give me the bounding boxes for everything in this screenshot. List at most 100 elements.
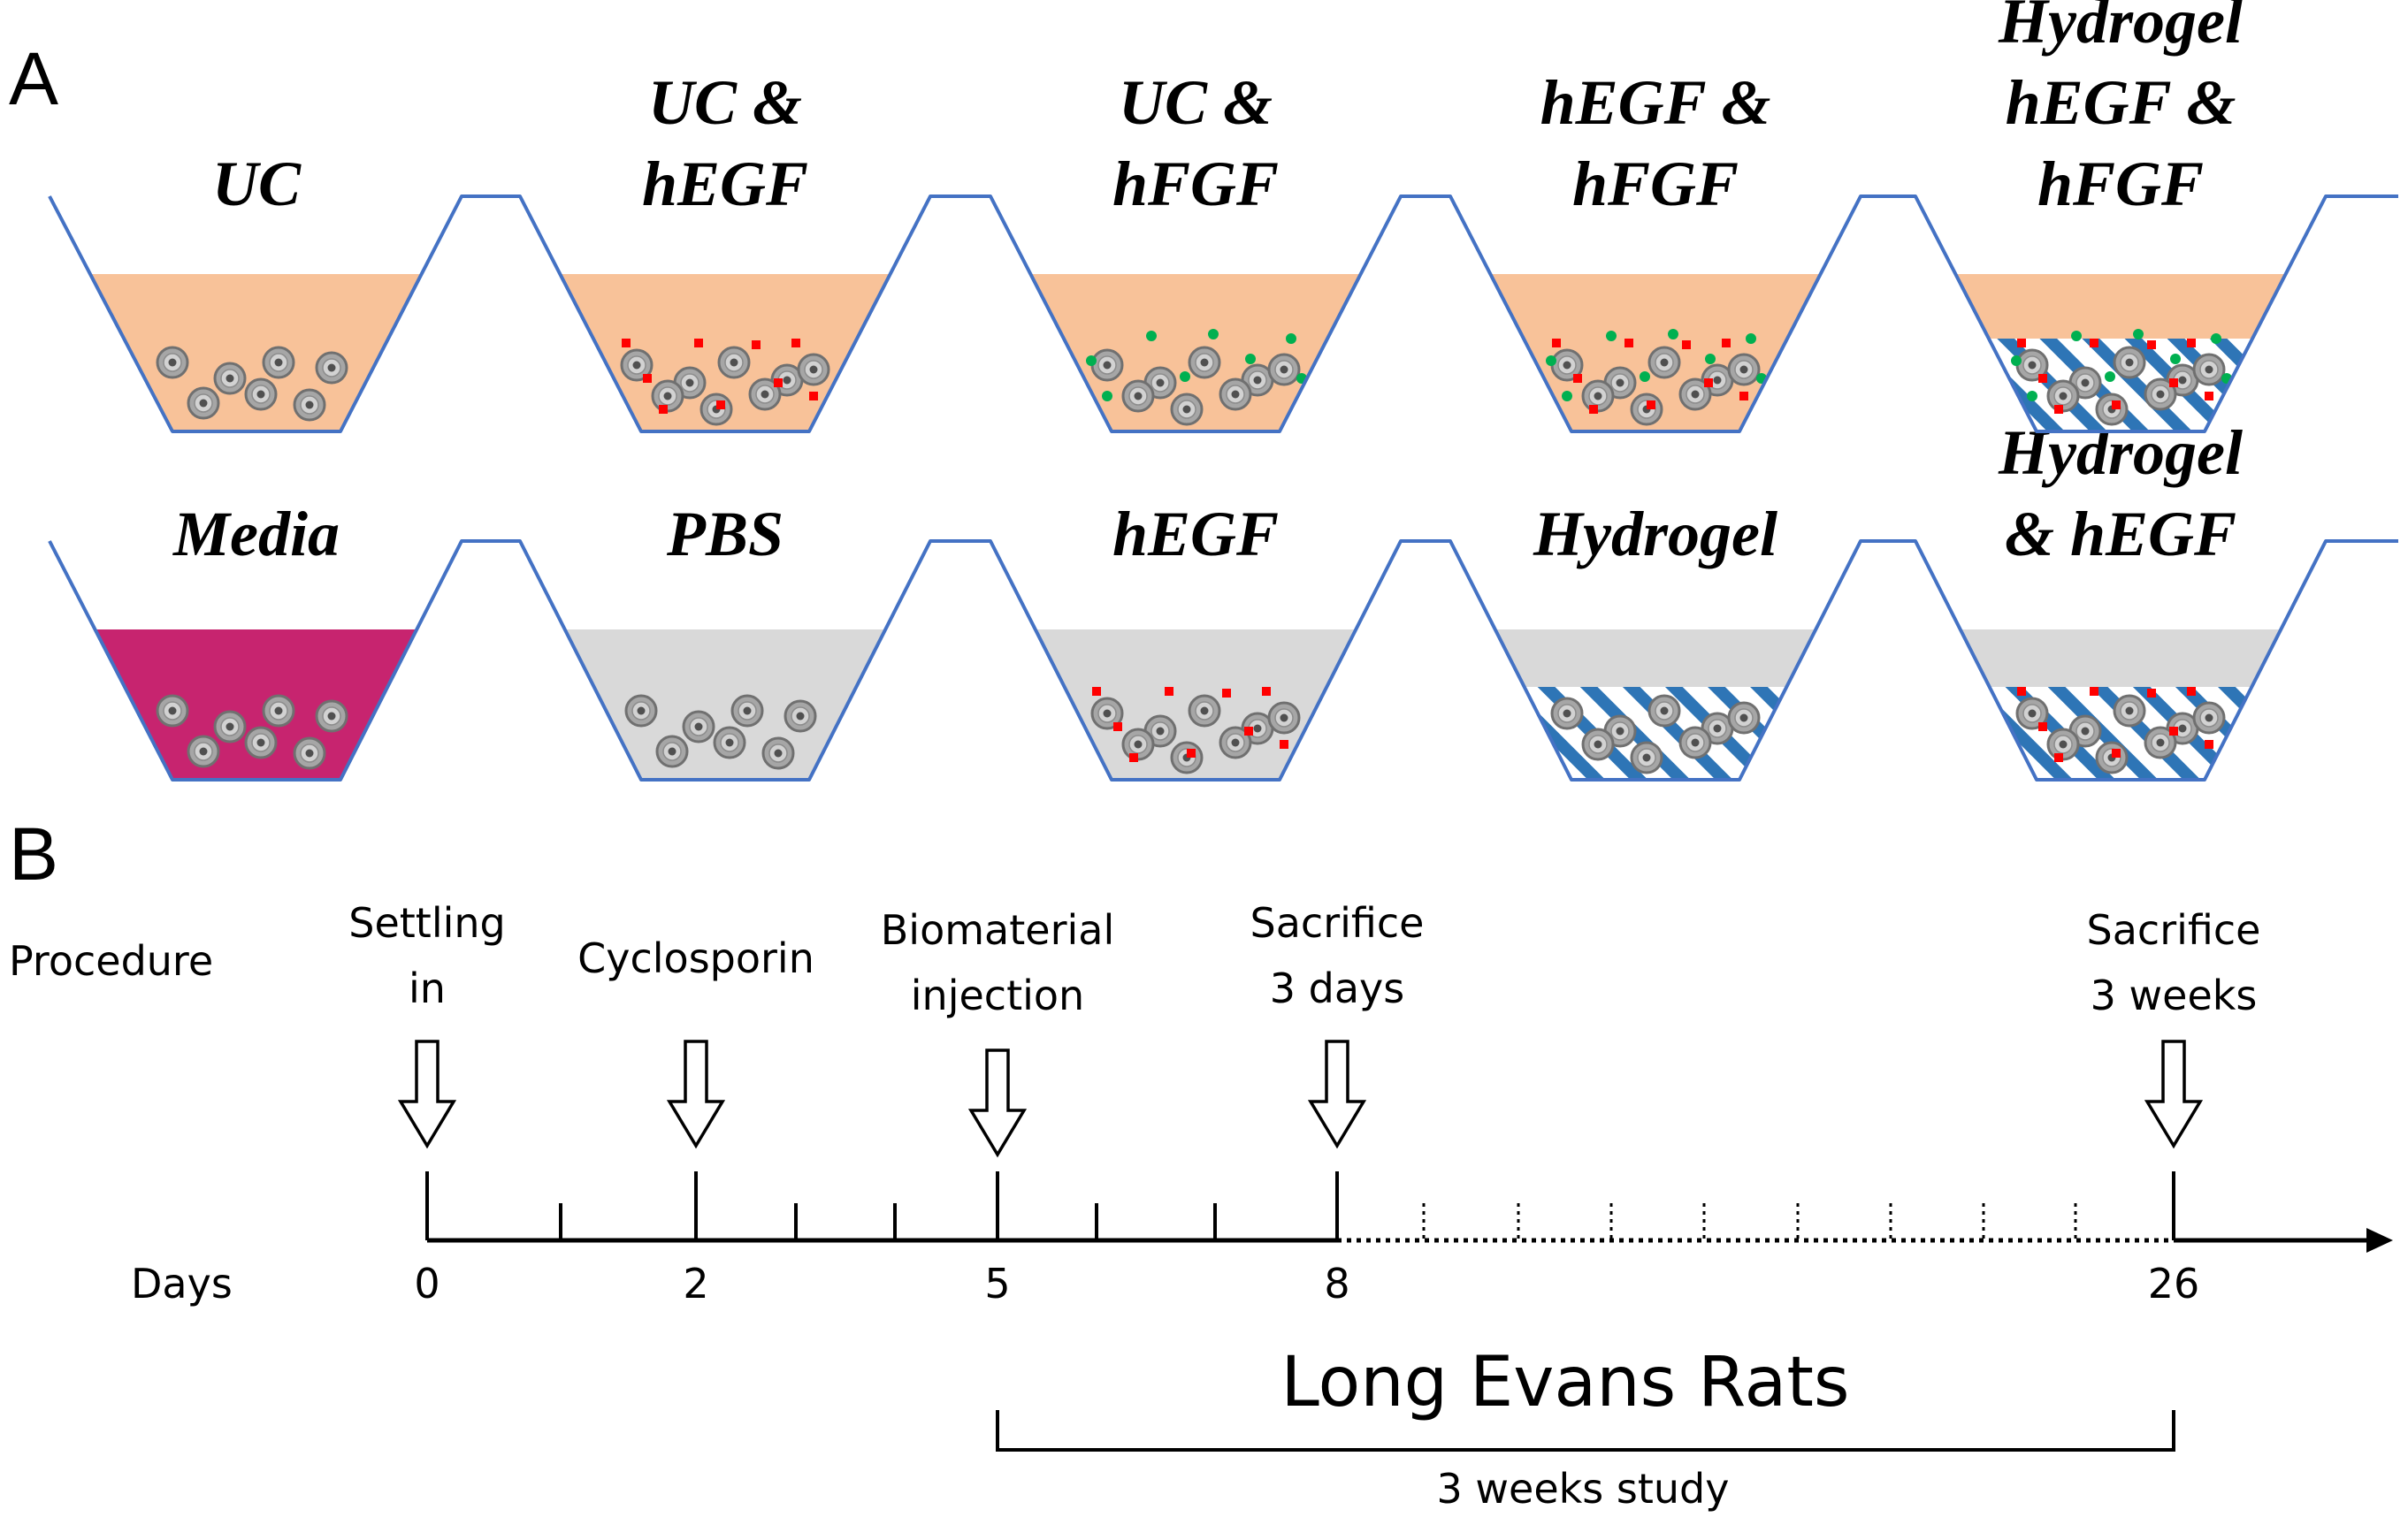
hegf-dot xyxy=(1704,378,1713,387)
hegf-dot xyxy=(2205,392,2213,400)
well-label-line: hFGF xyxy=(1112,149,1279,219)
hegf-dot xyxy=(716,400,725,409)
cell xyxy=(1121,728,1155,761)
hfgf-dot xyxy=(1180,371,1190,382)
hfgf-dot xyxy=(1086,355,1097,366)
study-period-bracket xyxy=(996,1410,2175,1452)
hfgf-dot xyxy=(1640,371,1650,382)
cell xyxy=(1678,377,1712,411)
event-day-2: Cyclosporin xyxy=(577,934,814,1240)
hfgf-dot xyxy=(2011,355,2022,366)
event-label-line: 3 days xyxy=(1270,965,1404,1012)
well-label-line: Hydrogel xyxy=(1998,417,2243,488)
hfgf-dot xyxy=(1245,354,1256,364)
cell xyxy=(1188,694,1221,728)
hegf-dot xyxy=(2038,722,2047,731)
cell xyxy=(1647,346,1681,379)
hegf-dot xyxy=(809,392,818,400)
hfgf-dot xyxy=(1146,331,1157,341)
well-4: hEGF & hFGF xyxy=(1490,67,1821,431)
day-labels: 0 2 5 8 26 xyxy=(414,1260,2199,1308)
cell xyxy=(187,386,220,420)
timeline-arrowhead xyxy=(2366,1228,2393,1253)
hegf-dot xyxy=(2112,749,2121,758)
hegf-dot xyxy=(791,339,800,347)
hfgf-dot xyxy=(2211,333,2221,344)
hfgf-dot xyxy=(1208,329,1219,339)
cell xyxy=(620,348,654,382)
cell xyxy=(1267,701,1301,735)
cell xyxy=(1630,741,1663,774)
hegf-dot xyxy=(659,405,668,414)
procedure-row-label: Procedure xyxy=(9,937,213,985)
event-label-line: Biomaterial xyxy=(881,906,1114,954)
down-arrow xyxy=(967,1048,1028,1158)
well-label-line: Hydrogel xyxy=(1998,0,2243,57)
cell xyxy=(748,377,782,411)
cell xyxy=(1219,726,1252,759)
hegf-dot xyxy=(2169,727,2178,736)
hegf-dot xyxy=(1187,749,1196,758)
cell xyxy=(784,699,817,733)
well-label-line: & hEGF xyxy=(2005,499,2236,569)
cell xyxy=(156,346,189,379)
event-label-line: Sacrifice xyxy=(1250,899,1425,947)
hegf-dot xyxy=(1647,400,1655,409)
hegf-dot xyxy=(1262,687,1271,696)
cell xyxy=(213,710,247,743)
cell xyxy=(1241,712,1274,745)
cell xyxy=(1581,379,1615,413)
panel-b-timeline: Procedure Days SettlinginCyclosporinBiom… xyxy=(9,899,2393,1513)
study-period-label: 3 weeks study xyxy=(1437,1465,1730,1513)
hegf-dot xyxy=(1092,687,1101,696)
well-8: hEGF xyxy=(1035,499,1357,780)
well-label-line: hEGF & xyxy=(2006,67,2236,138)
cell xyxy=(1727,701,1761,735)
panel-a-letter: A xyxy=(9,37,58,120)
down-arrow xyxy=(397,1040,457,1149)
cell xyxy=(624,694,658,728)
hegf-dot xyxy=(1129,753,1138,762)
hegf-dot xyxy=(2169,378,2178,387)
cell xyxy=(1727,353,1761,386)
well-2: UC &hEGF xyxy=(560,67,891,431)
hegf-dot xyxy=(1573,374,1582,383)
cell xyxy=(1581,728,1615,761)
well-label-line: Hydrogel xyxy=(1533,499,1777,569)
well-label-line: hEGF xyxy=(1112,499,1279,569)
well-label-line: hEGF & xyxy=(1540,67,1771,138)
cell xyxy=(315,351,348,385)
hfgf-dot xyxy=(1746,333,1756,344)
hegf-dot xyxy=(1624,339,1633,347)
cell xyxy=(655,735,689,768)
cell xyxy=(682,710,715,743)
cell xyxy=(1121,379,1155,413)
well-label-line: hFGF xyxy=(1572,149,1739,219)
cell xyxy=(244,377,278,411)
well-medium xyxy=(564,629,886,780)
plate-outline-bottom-row xyxy=(48,539,2398,782)
well-6: Media xyxy=(96,499,417,780)
cell xyxy=(262,346,295,379)
event-label-line: Settling xyxy=(348,899,506,947)
plate-outline-top-row xyxy=(48,194,2398,433)
hegf-dot xyxy=(2187,687,2196,696)
day-label-5: 5 xyxy=(984,1260,1010,1308)
hegf-dot xyxy=(2017,339,2026,347)
event-label-line: Cyclosporin xyxy=(577,934,814,982)
cell xyxy=(1219,377,1252,411)
hegf-dot xyxy=(1682,340,1691,349)
cell xyxy=(293,388,326,422)
cell xyxy=(2015,697,2049,730)
event-day-8: Sacrifice 3 days xyxy=(1250,899,1425,1240)
hegf-dot xyxy=(1552,339,1561,347)
well-1: UC xyxy=(91,149,422,431)
cell xyxy=(1647,694,1681,728)
hegf-dot xyxy=(1244,727,1253,736)
hegf-dot xyxy=(2038,374,2047,383)
cell xyxy=(717,346,751,379)
